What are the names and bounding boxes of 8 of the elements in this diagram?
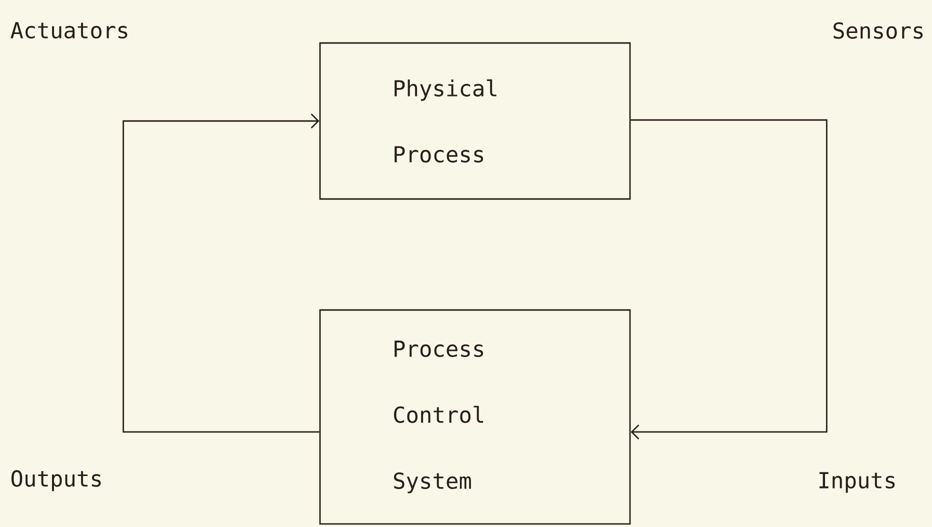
process-box: Physical Process xyxy=(319,42,631,200)
arrow xyxy=(122,114,320,433)
process-box: Process Control System xyxy=(319,309,631,525)
label: Actuators xyxy=(10,22,128,39)
label: Sensors xyxy=(834,22,923,39)
arrow xyxy=(630,119,828,440)
label: Outputs xyxy=(11,470,101,492)
label: Inputs xyxy=(820,472,895,493)
